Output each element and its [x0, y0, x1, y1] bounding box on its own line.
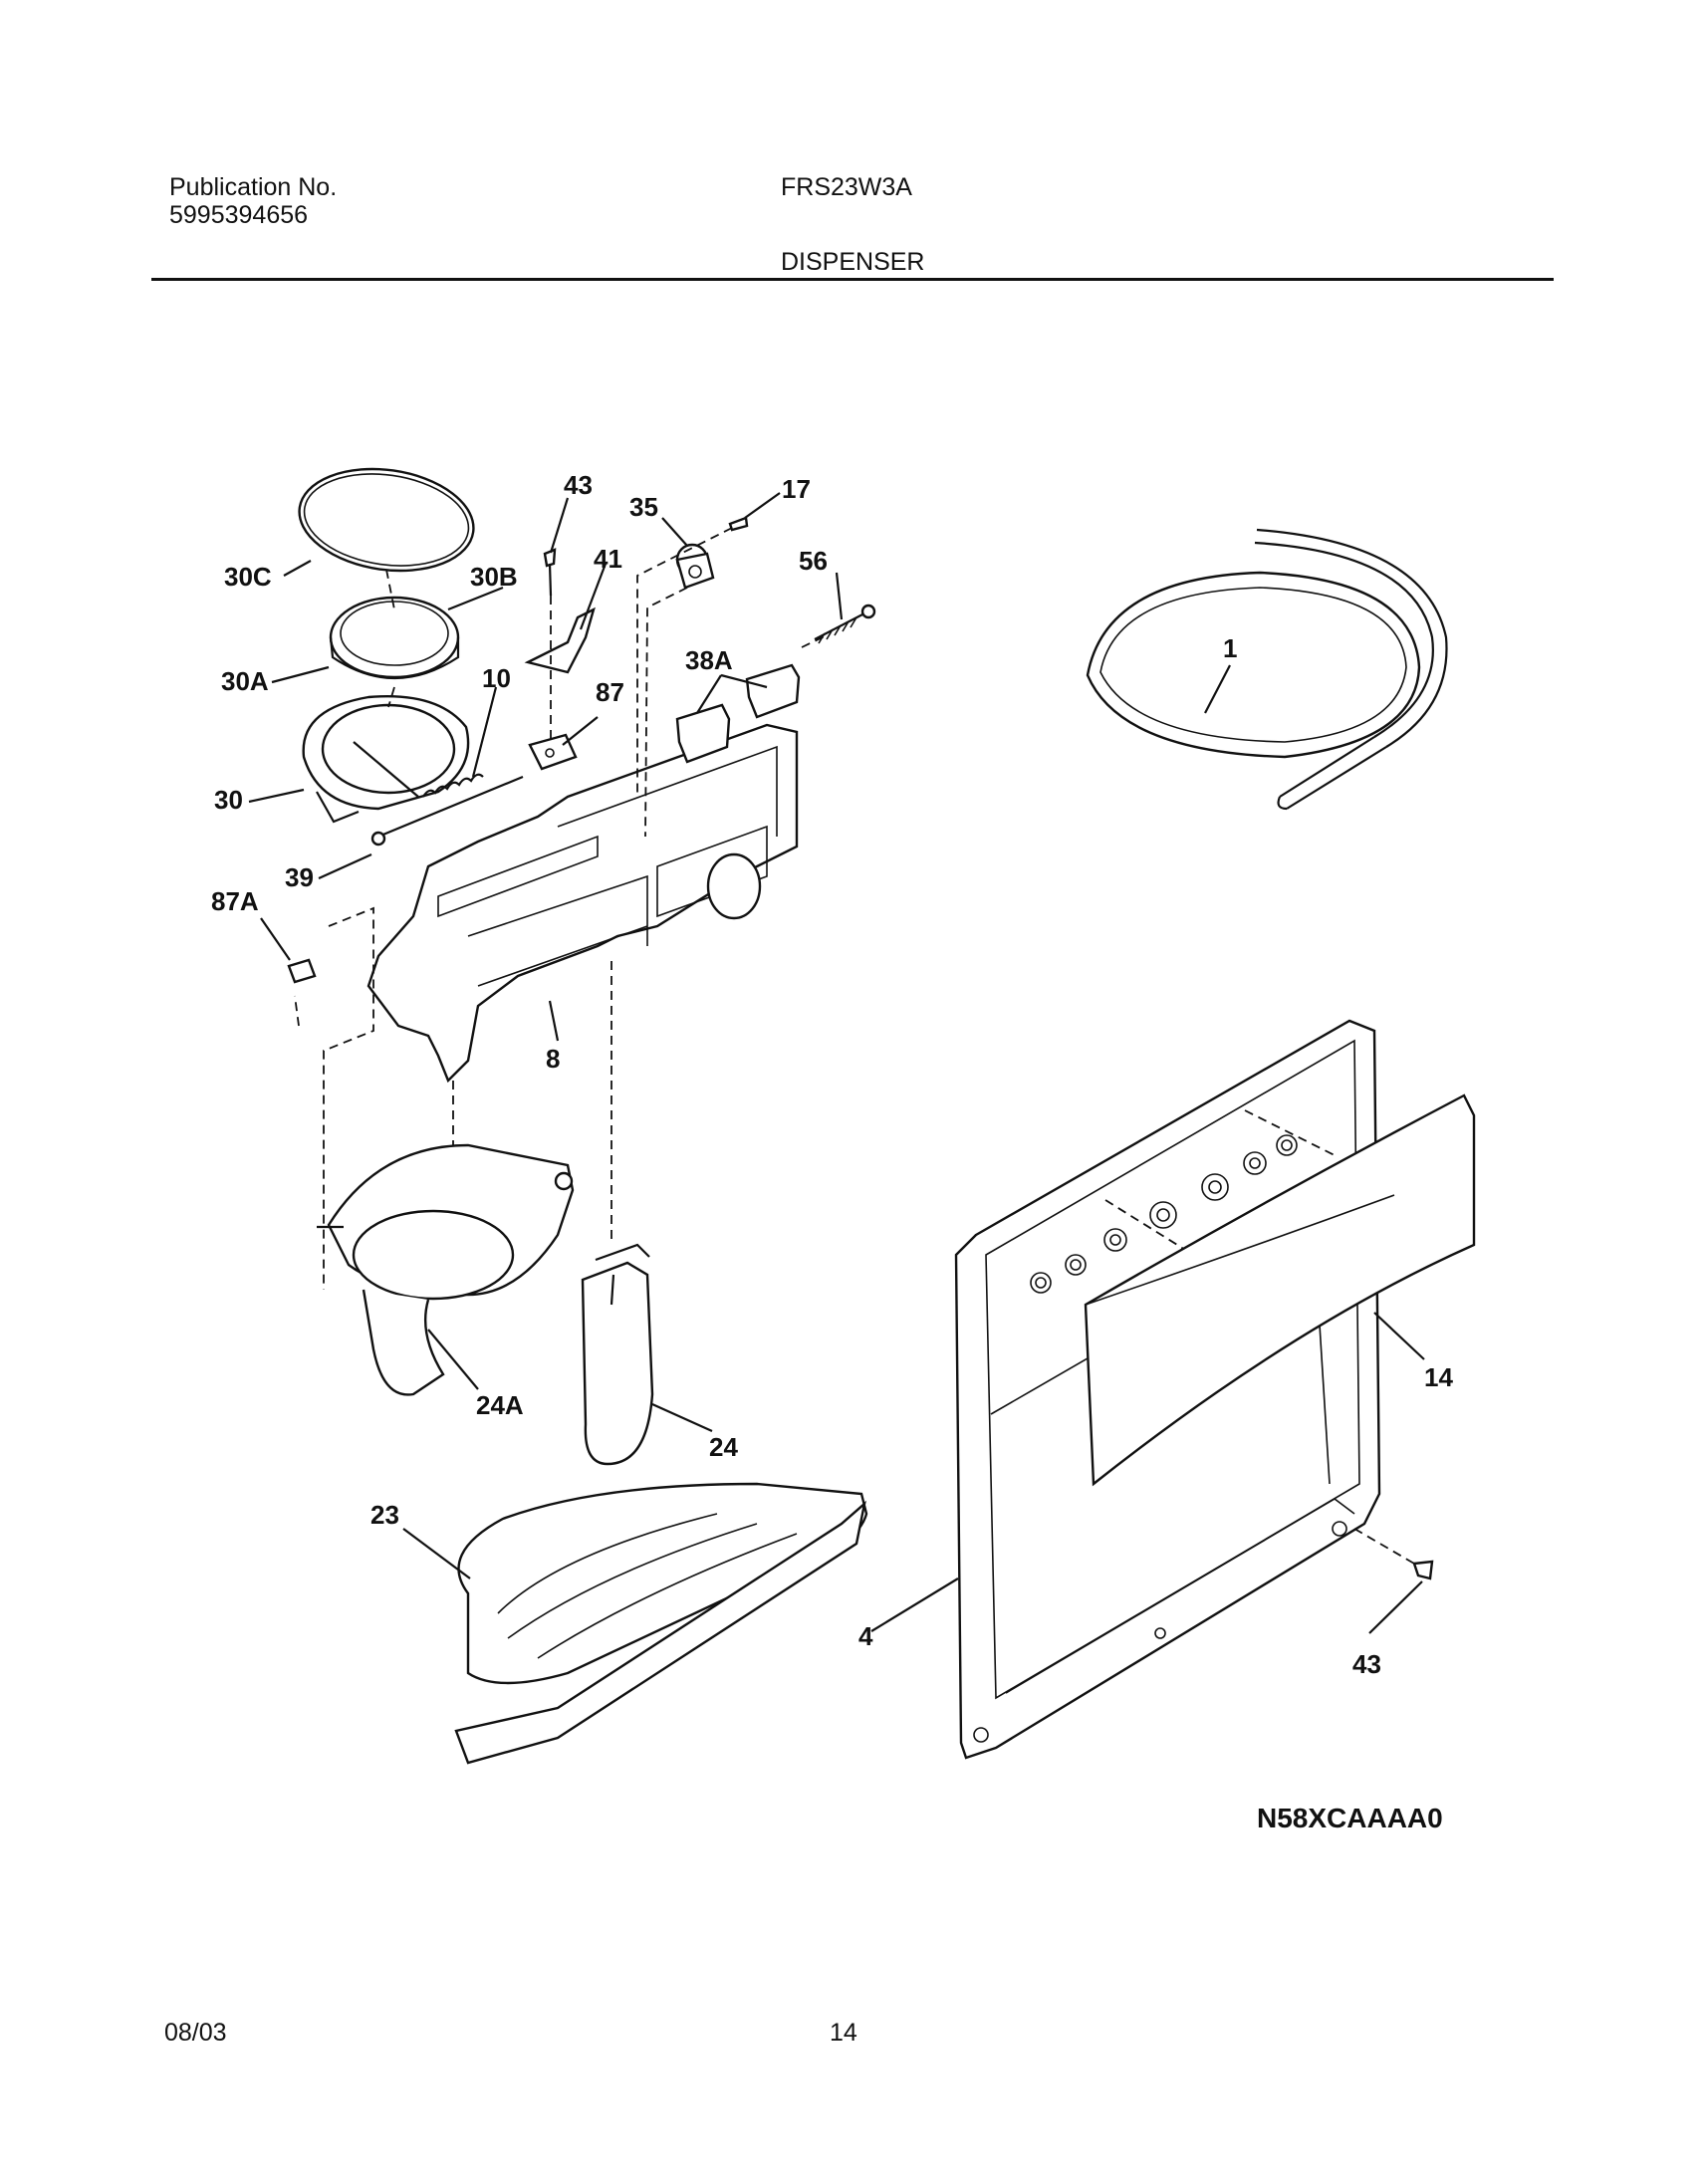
- part-41-bracket: [524, 606, 596, 674]
- callout-30c: 30C: [224, 562, 272, 592]
- header-rule: [151, 278, 1554, 281]
- callout-24a: 24A: [476, 1390, 524, 1420]
- callout-30: 30: [214, 785, 243, 815]
- part-8-dispenser-housing: [366, 723, 799, 1084]
- callout-8: 8: [546, 1044, 560, 1074]
- part-43-screw-lower: [1412, 1560, 1434, 1580]
- callout-87a: 87A: [211, 886, 259, 916]
- section-title: DISPENSER: [781, 248, 925, 276]
- callout-30a: 30A: [221, 666, 269, 696]
- callout-23: 23: [370, 1500, 399, 1530]
- part-35-switch: [675, 543, 715, 590]
- callout-14: 14: [1424, 1362, 1453, 1392]
- callout-10: 10: [482, 663, 511, 693]
- callout-labels: 30C 30B 30A 10 30 39 87A 43 35 17 41 56 …: [211, 470, 1453, 1679]
- page-number: 14: [830, 2019, 857, 2047]
- callout-35: 35: [629, 492, 658, 522]
- model-number: FRS23W3A: [781, 173, 912, 201]
- illustration-code: N58XCAAAA0: [1257, 1803, 1443, 1833]
- callout-43-top: 43: [564, 470, 593, 500]
- callout-43-bottom: 43: [1352, 1649, 1381, 1679]
- leader-lines: [248, 492, 1425, 1634]
- publication-label: Publication No.: [169, 173, 338, 201]
- callout-56: 56: [799, 546, 828, 576]
- callout-24: 24: [709, 1432, 738, 1462]
- publication-number: 5995394656: [169, 201, 309, 229]
- callout-38a: 38A: [685, 645, 733, 675]
- part-1-tubing: [1086, 528, 1448, 811]
- part-10-spring: [370, 773, 524, 847]
- callout-39: 39: [285, 862, 314, 892]
- callout-30b: 30B: [470, 562, 518, 592]
- part-38a-switches: [675, 663, 801, 764]
- callout-41: 41: [594, 544, 622, 574]
- footer-date: 08/03: [164, 2019, 227, 2047]
- part-17-screw: [728, 516, 749, 532]
- callout-4: 4: [858, 1621, 873, 1651]
- callout-17: 17: [782, 474, 811, 504]
- part-30c-gasket: [298, 467, 475, 573]
- part-14-overlay: [1084, 1093, 1476, 1487]
- part-43-screw: [543, 548, 557, 597]
- callout-87: 87: [596, 677, 624, 707]
- part-23-drip-tray: [454, 1482, 868, 1765]
- part-56-screw: [814, 604, 876, 644]
- part-30b-lid: [329, 596, 460, 680]
- part-24-flapper-arm: [581, 1243, 654, 1466]
- part-24a-ice-chute: [317, 1143, 575, 1396]
- callout-1: 1: [1223, 633, 1237, 663]
- part-30-chute-housing: [302, 695, 470, 824]
- part-87a-clip: [287, 958, 317, 984]
